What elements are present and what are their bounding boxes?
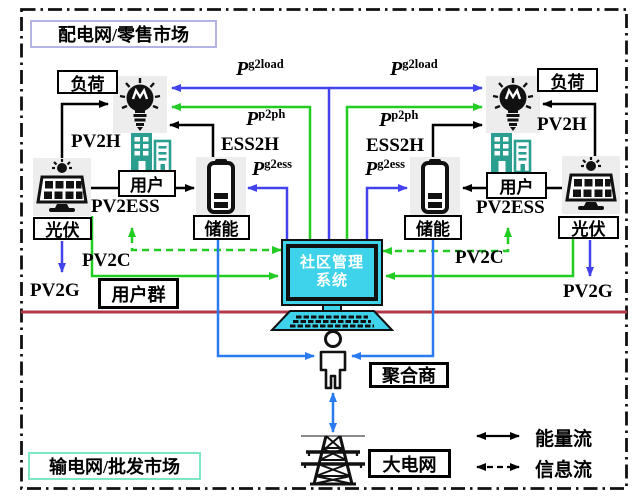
p-sup: g2load: [248, 57, 284, 71]
ess2h-arrow-right: [431, 121, 483, 157]
region-title-retail: 配电网/零售市场: [30, 20, 217, 48]
solar-panel-icon: [562, 156, 620, 214]
legend-info-label: 信息流: [535, 460, 593, 481]
solar-panel-icon: [33, 158, 91, 216]
region-title-retail-text: 配电网/零售市场: [57, 25, 189, 45]
p-base: P: [246, 108, 259, 130]
ess-box-right: 储能: [404, 215, 462, 240]
person-icon: [315, 329, 351, 391]
lightbulb-icon: [113, 76, 167, 133]
pp2ph-label-right: Pp2ph: [379, 108, 419, 132]
black-energy-lines-left: [60, 100, 215, 192]
pg2ess-arrow-left: [247, 184, 289, 243]
ess-box-left: 储能: [193, 215, 250, 240]
pg2ess-label-right: Pg2ess: [365, 157, 405, 181]
p-sup: p2ph: [258, 107, 286, 121]
pv2h-label-left: PV2H: [71, 131, 121, 152]
load-box-right: 负荷: [537, 68, 598, 92]
ess2h-label-right: ESS2H: [366, 135, 425, 156]
load-label-right: 负荷: [550, 72, 585, 92]
lightbulb-icon: [486, 76, 540, 133]
user-label-left: 用户: [130, 176, 164, 195]
main-grid-label: 大电网: [382, 454, 437, 475]
buildings-icon: [486, 131, 536, 174]
legend-energy-label: 能量流: [535, 429, 593, 450]
pv2h-label-right: PV2H: [537, 114, 587, 135]
load-label-left: 负荷: [70, 74, 105, 94]
pv-label-left: 光伏: [45, 221, 80, 240]
pp2ph-label-left: Pp2ph: [246, 107, 286, 131]
buildings-icon: [126, 131, 176, 174]
p-base: P: [252, 158, 265, 180]
pv-box-right: 光伏: [558, 216, 619, 239]
pv2g-label-left: PV2G: [30, 280, 80, 301]
ess-label-left: 储能: [204, 220, 239, 239]
cms-title-line2: 系统: [315, 272, 348, 289]
diagram-frame: [20, 8, 628, 490]
transmission-tower-icon: [298, 429, 368, 487]
grid-energy-lines: [58, 84, 594, 277]
p-sup: g2ess: [377, 157, 405, 171]
cms-pv2ess-info-arrow-right: [382, 227, 512, 255]
load-box-left: 负荷: [57, 70, 118, 94]
pv-to-load-arrow-right: [345, 103, 483, 243]
p-base: P: [379, 109, 392, 131]
main-grid-box: 大电网: [368, 449, 451, 478]
info-dashed-lines: [128, 227, 512, 255]
battery-icon: [410, 157, 460, 216]
user-group-label: 用户群: [111, 284, 166, 305]
pv2h-arrow-left: [60, 100, 109, 176]
battery-icon: [196, 157, 246, 216]
pg2ess-arrow-right: [365, 184, 408, 243]
pg2load-label-left: Pg2load: [236, 57, 284, 81]
pv2ess-label-left: PV2ESS: [91, 196, 160, 217]
pv2c-arrow-left: [90, 216, 279, 280]
p-base: P: [390, 58, 403, 80]
cms-screen: 社区管理 系统: [286, 244, 378, 301]
p-sup: g2load: [402, 57, 438, 71]
keyboard-icon: [269, 310, 395, 332]
cms-pv2ess-info-arrow-left: [128, 227, 282, 254]
pv2ess-label-right: PV2ESS: [476, 197, 545, 218]
ess-to-aggregator-arrow-left: [216, 240, 315, 360]
ess2h-arrow-left: [169, 121, 215, 157]
legend-arrows: [476, 432, 520, 471]
pg2load-label-right: Pg2load: [390, 57, 438, 81]
pv-to-load-arrow-left: [171, 103, 312, 243]
user-label-right: 用户: [499, 178, 534, 197]
aggregator-box: 聚合商: [369, 362, 449, 388]
pv2c-label-left: PV2C: [82, 250, 131, 271]
p-sup: p2ph: [391, 108, 419, 122]
pv2h-arrow-right: [542, 100, 597, 176]
aggregator-label: 聚合商: [382, 366, 436, 386]
p-base: P: [365, 158, 378, 180]
region-title-wholesale: 输电网/批发市场: [28, 452, 201, 480]
aggregator-links: [216, 240, 435, 433]
computer-monitor-icon: 社区管理 系统: [281, 239, 383, 306]
user-group-box: 用户群: [98, 278, 179, 309]
pv2c-label-right: PV2C: [455, 247, 504, 268]
ess-label-right: 储能: [416, 220, 450, 239]
ess-to-aggregator-arrow-right: [351, 240, 435, 360]
pv-label-right: 光伏: [571, 220, 606, 239]
black-energy-lines-right: [431, 100, 597, 192]
region-title-wholesale-text: 输电网/批发市场: [48, 457, 180, 477]
cms-title-line1: 社区管理: [299, 255, 364, 272]
pg2ess-label-left: Pg2ess: [252, 157, 292, 181]
pv-box-left: 光伏: [33, 217, 92, 240]
p-base: P: [236, 58, 249, 80]
pv2g-label-right: PV2G: [563, 281, 613, 302]
p-sup: g2ess: [264, 157, 292, 171]
ess2h-label-left: ESS2H: [221, 134, 280, 155]
user-box-left: 用户: [118, 170, 176, 197]
pv-energy-lines: [90, 103, 575, 280]
user-box-right: 用户: [486, 172, 547, 199]
